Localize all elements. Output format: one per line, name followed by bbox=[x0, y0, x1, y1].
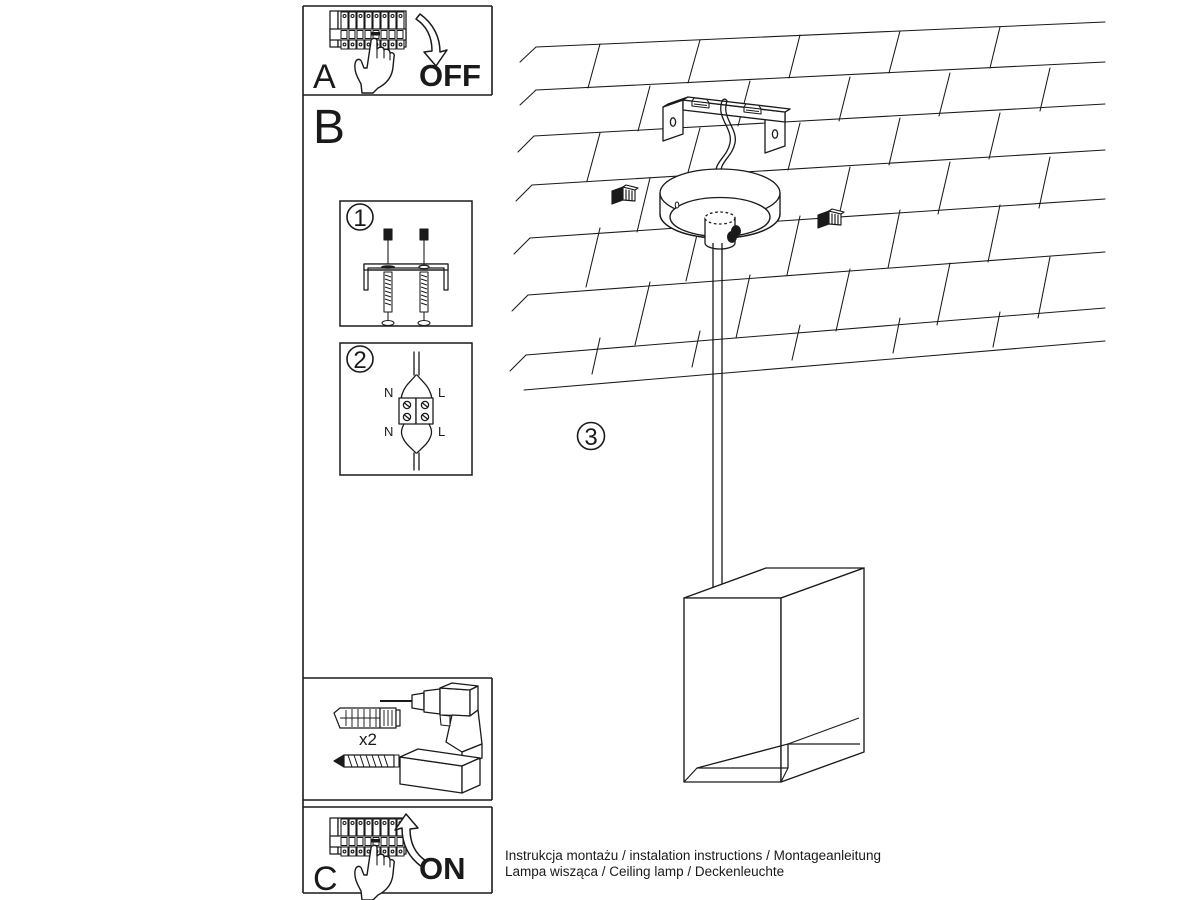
step-2-badge bbox=[346, 345, 374, 373]
round-canopy bbox=[659, 168, 781, 239]
step-3-badge bbox=[576, 421, 606, 451]
step-1-illustration bbox=[363, 228, 449, 327]
cube-shade bbox=[683, 567, 865, 783]
fixing-screw-left bbox=[611, 184, 639, 205]
step-2-number: 2 bbox=[353, 347, 366, 374]
power-drill-icon bbox=[380, 682, 483, 794]
terminal-label-l-top: L bbox=[438, 385, 445, 400]
hardware-quantity-label: x2 bbox=[359, 730, 377, 749]
terminal-label-n-top: N bbox=[384, 385, 393, 400]
panel-a-action-label: OFF bbox=[419, 58, 481, 93]
supply-cable bbox=[714, 98, 736, 178]
arrow-up-icon bbox=[394, 813, 427, 868]
caption-line-2: Lampa wisząca / Ceiling lamp / Deckenleu… bbox=[505, 864, 784, 879]
breaker-panel-off-icon bbox=[329, 10, 407, 50]
step-1-number: 1 bbox=[353, 205, 366, 232]
step-1-badge bbox=[346, 203, 374, 231]
fixing-screw-right bbox=[817, 208, 845, 229]
wood-screw-icon bbox=[333, 754, 400, 768]
panel-a-letter: A bbox=[313, 58, 336, 96]
panel-c-action-label: ON bbox=[419, 851, 466, 886]
breaker-panel-on-icon bbox=[329, 817, 407, 857]
wall-plug-anchor-icon bbox=[333, 707, 401, 729]
suspension-rod bbox=[712, 243, 723, 600]
ceiling-surface bbox=[509, 21, 1106, 391]
mounting-bracket bbox=[662, 96, 791, 154]
hand-pointing-icon-off bbox=[354, 37, 395, 94]
hand-pointing-icon-on bbox=[354, 844, 395, 900]
arrow-down-icon bbox=[415, 13, 448, 67]
panel-frames bbox=[302, 5, 493, 894]
step-2-illustration bbox=[398, 351, 434, 471]
terminal-label-l-bottom: L bbox=[438, 424, 445, 439]
step-3-number: 3 bbox=[584, 424, 597, 451]
terminal-label-n-bottom: N bbox=[384, 424, 393, 439]
section-b-letter: B bbox=[313, 101, 345, 154]
panel-c-letter: C bbox=[313, 860, 338, 898]
cord-grip bbox=[704, 211, 741, 250]
caption-line-1: Instrukcja montażu / instalation instruc… bbox=[505, 848, 881, 863]
